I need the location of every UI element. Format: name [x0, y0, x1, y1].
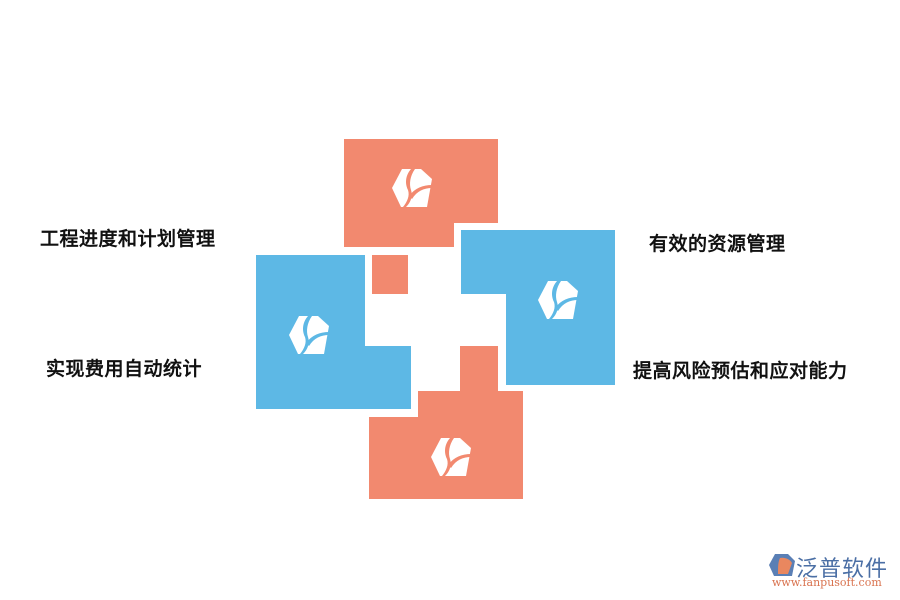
label-resource-management: 有效的资源管理	[649, 233, 786, 255]
bottom-orange-block-upper	[418, 391, 523, 417]
brand-name: 泛普软件	[796, 557, 889, 582]
label-cost-auto-statistics: 实现费用自动统计	[46, 358, 203, 380]
small-orange-square	[372, 255, 408, 294]
hexagon-leaf-logo-icon	[431, 438, 471, 476]
hexagon-leaf-logo-icon	[289, 316, 329, 354]
brand-logo-icon	[769, 554, 795, 576]
hexagon-leaf-logo-icon	[538, 281, 578, 319]
left-blue-block-extension	[365, 346, 411, 409]
hexagon-leaf-logo-icon	[392, 169, 432, 207]
brand-url: www.fanpusoft.com	[772, 576, 882, 589]
top-orange-block-lower	[344, 223, 454, 247]
right-blue-block-extension	[461, 230, 506, 294]
label-risk-assessment: 提高风险预估和应对能力	[633, 360, 848, 382]
brand-watermark: 泛普软件 www.fanpusoft.com	[766, 551, 896, 591]
label-schedule-plan-management: 工程进度和计划管理	[40, 228, 216, 250]
small-orange-square-bottom	[460, 346, 498, 391]
